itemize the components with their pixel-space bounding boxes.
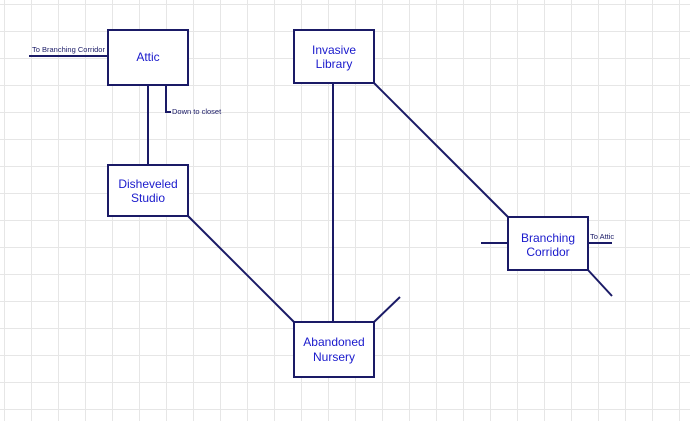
room-abandoned-nursery-label-1: Abandoned	[303, 335, 364, 349]
room-attic-label: Attic	[136, 50, 159, 64]
room-invasive-library-label-2: Library	[316, 57, 353, 71]
connection-studio-nursery	[187, 215, 295, 323]
room-invasive-library[interactable]: Invasive Library	[293, 29, 375, 84]
connection-library-corridor	[373, 82, 509, 218]
room-disheveled-studio[interactable]: Disheveled Studio	[107, 164, 189, 217]
room-branching-corridor-label-2: Corridor	[526, 245, 569, 259]
room-invasive-library-label-1: Invasive	[312, 43, 356, 57]
exit-label-corridor-east: To Attic	[590, 232, 614, 241]
exit-label-attic-west: To Branching Corridor	[32, 45, 105, 54]
room-abandoned-nursery[interactable]: Abandoned Nursery	[293, 321, 375, 378]
room-abandoned-nursery-label-2: Nursery	[313, 350, 355, 364]
room-branching-corridor-label-1: Branching	[521, 231, 575, 245]
room-disheveled-studio-label-1: Disheveled	[118, 177, 177, 191]
room-attic[interactable]: Attic	[107, 29, 189, 86]
room-disheveled-studio-label-2: Studio	[131, 191, 165, 205]
exit-attic-down	[165, 85, 171, 113]
room-branching-corridor[interactable]: Branching Corridor	[507, 216, 589, 271]
exit-label-attic-down: Down to closet	[172, 107, 222, 116]
exit-corridor-southeast	[587, 269, 613, 297]
exit-nursery-northeast	[373, 296, 401, 323]
